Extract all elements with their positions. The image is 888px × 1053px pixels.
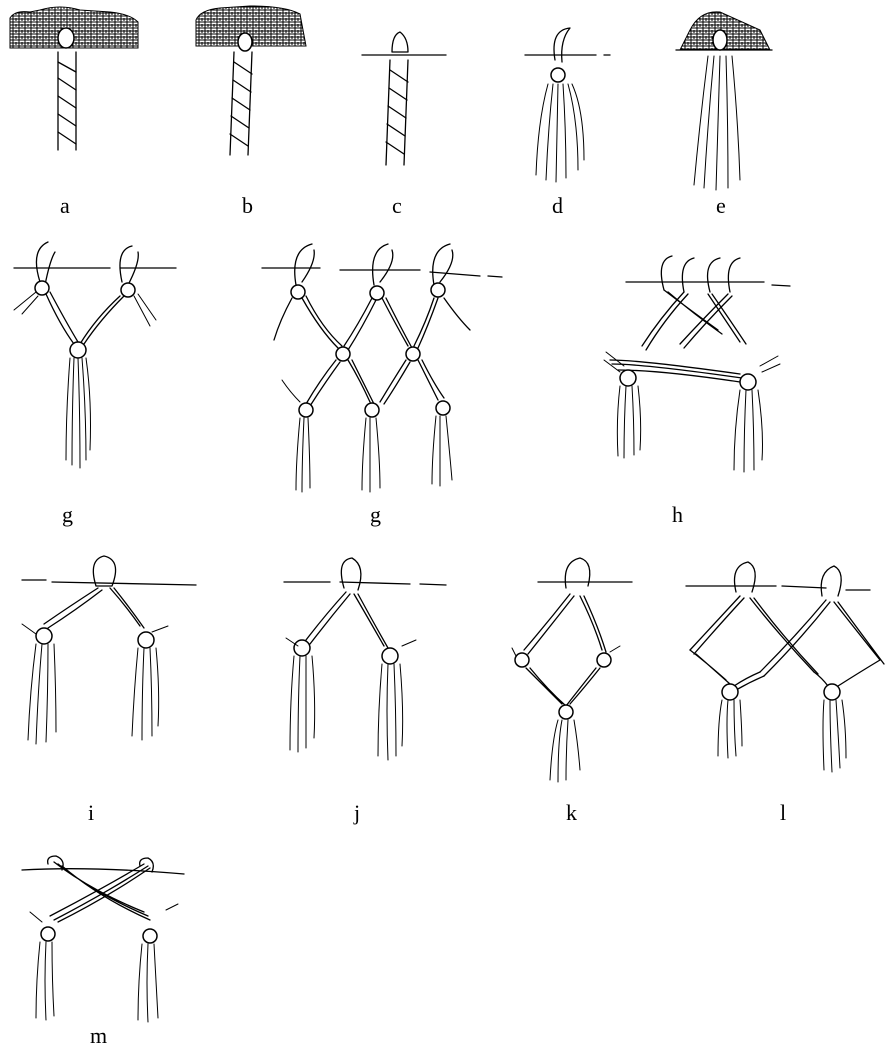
label-e: e <box>716 193 726 218</box>
knot <box>551 68 565 82</box>
panel-i <box>22 556 196 744</box>
knot <box>35 281 49 295</box>
knot <box>36 628 52 644</box>
label-l: l <box>780 800 786 825</box>
knot <box>436 401 450 415</box>
label-h: h <box>672 502 683 527</box>
tassel <box>536 84 584 182</box>
tassels <box>718 700 846 772</box>
loop <box>58 28 74 48</box>
panel-l <box>686 562 884 772</box>
tassels <box>36 942 158 1022</box>
loop <box>713 30 727 50</box>
panel-g-middle <box>262 244 502 492</box>
panel-j <box>284 558 446 760</box>
tassel <box>550 720 580 782</box>
panel-m <box>22 856 184 1022</box>
knot <box>740 374 756 390</box>
panel-g-left <box>14 242 176 468</box>
knot <box>294 640 310 656</box>
knot <box>824 684 840 700</box>
knot <box>291 285 305 299</box>
knot <box>70 342 86 358</box>
knot <box>41 927 55 941</box>
panel-e <box>676 12 772 190</box>
knot <box>406 347 420 361</box>
label-g-left: g <box>62 502 73 527</box>
knot <box>121 283 135 297</box>
label-c: c <box>392 193 402 218</box>
tassel <box>694 56 740 190</box>
panel-c <box>362 32 446 165</box>
knot <box>138 632 154 648</box>
knot <box>515 653 529 667</box>
label-i: i <box>88 800 94 825</box>
panel-a <box>10 7 138 150</box>
twisted-cord <box>230 52 252 155</box>
tassels <box>296 416 452 492</box>
knot <box>597 653 611 667</box>
loop <box>238 33 252 51</box>
panel-b <box>196 6 306 155</box>
knot <box>431 283 445 297</box>
label-j: j <box>353 800 360 825</box>
tassels <box>28 644 159 744</box>
loop <box>554 28 570 62</box>
panel-k <box>512 558 632 782</box>
knot <box>382 648 398 664</box>
knot <box>620 370 636 386</box>
twisted-cord <box>386 60 408 165</box>
tassels <box>617 386 762 472</box>
knot <box>559 705 573 719</box>
knot <box>365 403 379 417</box>
label-b: b <box>242 193 253 218</box>
label-k: k <box>566 800 577 825</box>
label-d: d <box>552 193 563 218</box>
knot <box>336 347 350 361</box>
knot <box>722 684 738 700</box>
label-g-middle: g <box>370 502 381 527</box>
tassels <box>290 656 403 760</box>
panel-h <box>604 256 790 472</box>
label-a: a <box>60 193 70 218</box>
knot <box>299 403 313 417</box>
loop <box>392 32 408 52</box>
twisted-cord <box>58 52 76 150</box>
tassel <box>66 358 91 468</box>
panel-d <box>525 28 610 182</box>
label-m: m <box>90 1023 107 1048</box>
knot <box>143 929 157 943</box>
